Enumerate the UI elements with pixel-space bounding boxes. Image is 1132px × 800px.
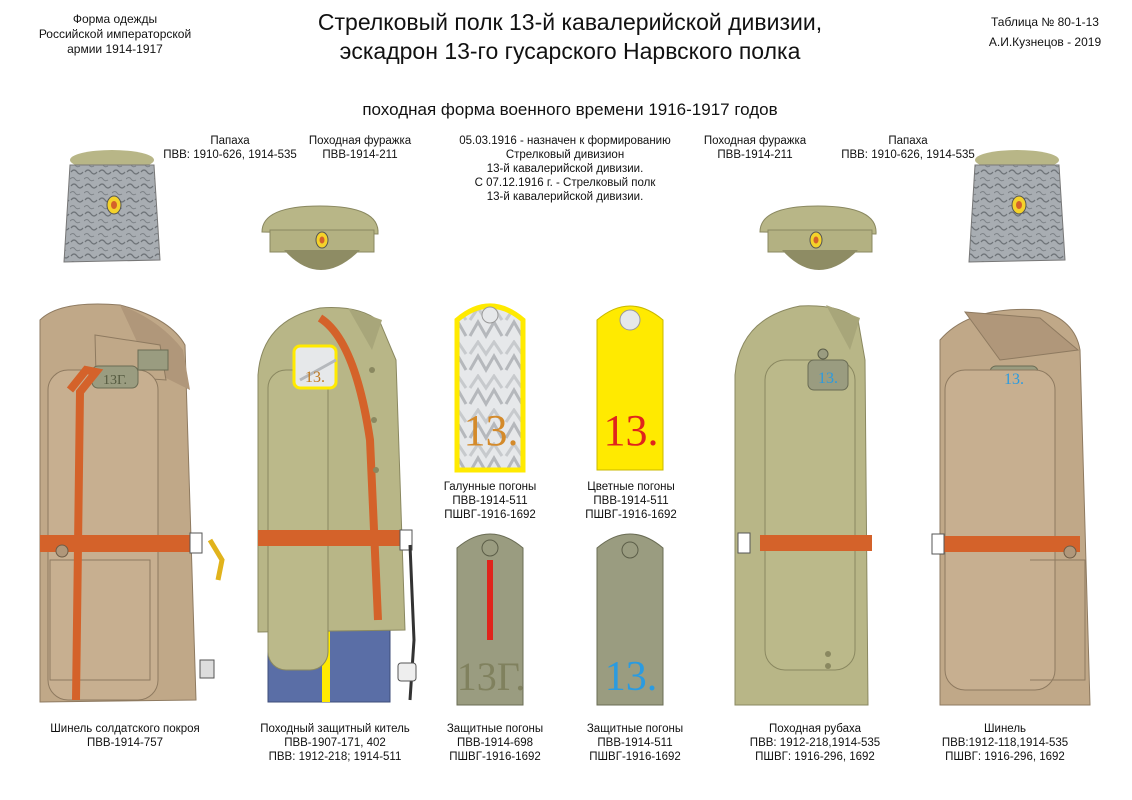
button-icon xyxy=(817,348,829,360)
overcoat-right xyxy=(931,308,1091,706)
header-left-line: Форма одежды xyxy=(72,12,158,26)
page-subtitle: походная форма военного времени 1916-191… xyxy=(362,100,778,119)
caption-line: 13-й кавалерийской дивизии. xyxy=(486,163,644,175)
caption-line: ПВВ-1914-211 xyxy=(322,149,398,161)
header-left-line: армии 1914-1917 xyxy=(67,42,163,56)
caption-galun-strap: Галунные погоны ПВВ-1914-511 ПШВГ-1916-1… xyxy=(425,480,555,522)
galun-shoulder-strap xyxy=(454,303,526,473)
caption-protect-strap-1: Защитные погоны ПВВ-1914-698 ПШВГ-1916-1… xyxy=(430,722,560,764)
field-cap-left xyxy=(261,205,379,270)
caption-overcoat-left: Шинель солдатского покроя ПВВ-1914-757 xyxy=(30,722,220,750)
button-icon xyxy=(371,417,377,423)
caption-line: Галунные погоны xyxy=(443,481,537,493)
author: А.И.Кузнецов - 2019 xyxy=(988,35,1102,49)
title-line: Стрелковый полк 13-й кавалерийской дивиз… xyxy=(317,9,823,35)
kitel-strap-number: 13. xyxy=(305,369,325,386)
caption-cap-right: Походная фуражка ПВВ-1914-211 xyxy=(690,134,820,162)
caption-line: Защитные погоны xyxy=(446,723,544,735)
caption-kitel: Походный защитный китель ПВВ-1907-171, 4… xyxy=(240,722,430,764)
button-icon xyxy=(369,367,375,373)
caption-papakha-left: Папаха ПВВ: 1910-626, 1914-535 xyxy=(140,134,320,162)
page-title: Стрелковый полк 13-й кавалерийской дивиз… xyxy=(240,8,900,66)
caption-line: Защитные погоны xyxy=(586,723,684,735)
caption-line: ПВВ: 1910-626, 1914-535 xyxy=(163,149,297,161)
header-right: Таблица № 80-1-13 А.И.Кузнецов - 2019 xyxy=(970,12,1120,52)
caption-protect-strap-2: Защитные погоны ПВВ-1914-511 ПШВГ-1916-1… xyxy=(570,722,700,764)
caption-rubakha: Походная рубаха ПВВ: 1912-218,1914-535 П… xyxy=(730,722,900,764)
field-cap-right xyxy=(759,205,877,270)
caption-line: ПШВГ-1916-1692 xyxy=(585,509,677,521)
eagle-emblem-icon xyxy=(481,539,499,557)
caption-line: Папаха xyxy=(888,135,928,147)
papakha-left xyxy=(63,150,161,263)
caption-line: 05.03.1916 - назначен к формированию xyxy=(459,135,671,147)
caption-line: ПШВГ-1916-1692 xyxy=(449,751,541,763)
papakha-right xyxy=(968,150,1066,263)
caption-history: 05.03.1916 - назначен к формированию Стр… xyxy=(440,134,690,204)
caption-cap-left: Походная фуражка ПВВ-1914-211 xyxy=(295,134,425,162)
rubakha-strap-number: 13. xyxy=(818,370,838,387)
table-number: Таблица № 80-1-13 xyxy=(991,15,1099,29)
caption-line: ПВВ: 1912-218; 1914-511 xyxy=(268,751,402,763)
caption-line: Походная фуражка xyxy=(308,135,412,147)
eagle-emblem-icon xyxy=(481,306,499,324)
caption-line: Походная фуражка xyxy=(703,135,807,147)
overcoat-right-strap-number: 13. xyxy=(1004,371,1024,388)
color-strap-number: 13. xyxy=(604,406,659,455)
button-icon xyxy=(621,541,639,559)
caption-line: ПВВ: 1910-626, 1914-535 xyxy=(841,149,975,161)
button-icon xyxy=(825,651,831,657)
title-line: эскадрон 13-го гусарского Нарвского полк… xyxy=(339,38,801,64)
caption-line: ПВВ-1914-511 xyxy=(593,495,669,507)
caption-line: Шинель xyxy=(983,723,1027,735)
caption-line: ПВВ-1907-171, 402 xyxy=(284,737,386,749)
caption-line: ПВВ-1914-757 xyxy=(86,737,164,749)
caption-line: Шинель солдатского покроя xyxy=(50,723,200,735)
caption-line: ПШВГ-1916-1692 xyxy=(589,751,681,763)
button-icon xyxy=(825,663,831,669)
caption-line: ПШВГ-1916-1692 xyxy=(444,509,536,521)
caption-line: С 07.12.1916 г. - Стрелковый полк xyxy=(474,177,656,189)
caption-line: ПШВГ: 1916-296, 1692 xyxy=(945,751,1065,763)
button-icon xyxy=(373,467,379,473)
kitel xyxy=(257,307,417,703)
caption-line: Походная рубаха xyxy=(768,723,862,735)
caption-line: Стрелковый дивизион xyxy=(505,149,625,161)
eagle-emblem-icon xyxy=(619,309,641,331)
color-shoulder-strap xyxy=(596,305,664,471)
caption-line: ПВВ-1914-698 xyxy=(456,737,534,749)
protect-strap-1-number: 13Г. xyxy=(457,654,526,699)
caption-line: Цветные погоны xyxy=(587,481,675,493)
caption-overcoat-right: Шинель ПВВ:1912-118,1914-535 ПШВГ: 1916-… xyxy=(920,722,1090,764)
header-left-line: Российской императорской xyxy=(38,27,192,41)
caption-line: ПВВ-1914-511 xyxy=(452,495,528,507)
caption-line: Походный защитный китель xyxy=(260,723,410,735)
protective-strap-1 xyxy=(456,533,524,706)
caption-papakha-right: Папаха ПВВ: 1910-626, 1914-535 xyxy=(818,134,998,162)
header-left: Форма одежды Российской императорской ар… xyxy=(20,12,210,57)
caption-color-strap: Цветные погоны ПВВ-1914-511 ПШВГ-1916-16… xyxy=(566,480,696,522)
caption-line: ПВВ-1914-511 xyxy=(597,737,673,749)
caption-line: ПВВ-1914-211 xyxy=(717,149,793,161)
caption-line: ПВВ:1912-118,1914-535 xyxy=(941,737,1069,749)
caption-line: 13-й кавалерийской дивизии. xyxy=(486,191,644,203)
caption-line: ПВВ: 1912-218,1914-535 xyxy=(749,737,881,749)
galun-strap-number: 13. xyxy=(464,406,519,455)
rubakha xyxy=(734,305,872,706)
protect-strap-2-number: 13. xyxy=(605,654,658,700)
overcoat-left-strap-number: 13Г. xyxy=(103,373,127,388)
caption-line: Папаха xyxy=(210,135,250,147)
overcoat-left xyxy=(39,303,225,703)
caption-line: ПШВГ: 1916-296, 1692 xyxy=(755,751,875,763)
protective-strap-2 xyxy=(596,533,664,706)
